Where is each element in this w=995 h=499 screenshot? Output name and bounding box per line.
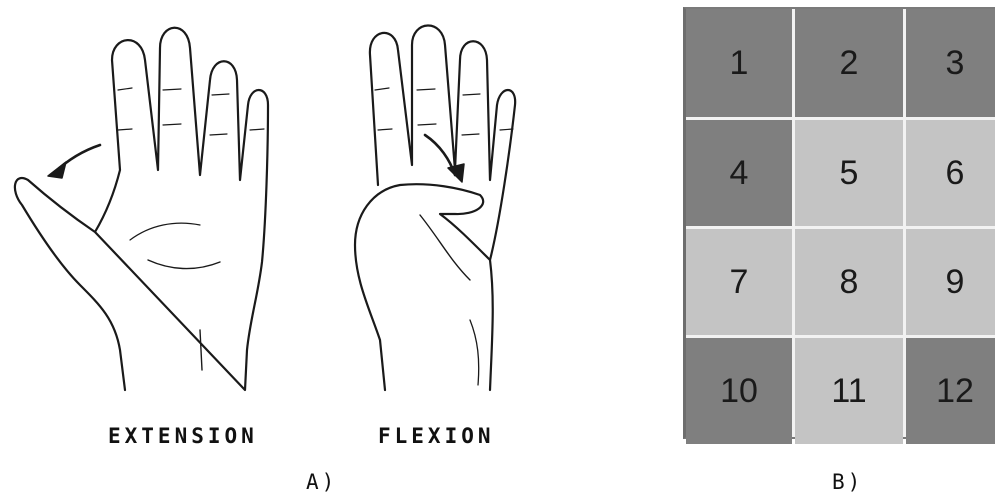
grid-cell-9: 9: [906, 229, 995, 335]
panel-b-label: B): [832, 470, 864, 494]
hand-illustrations: [13, 24, 517, 392]
extension-caption: EXTENSION: [108, 424, 258, 448]
hand-flexion-drawing: [353, 24, 517, 392]
numbered-grid: 1 2 3 4 5 6 7 8 9 10 11 12: [683, 7, 995, 444]
grid-cell-2: 2: [795, 9, 903, 117]
grid-cell-10: 10: [686, 338, 792, 444]
grid-cell-6: 6: [906, 120, 995, 226]
flexion-caption: FLEXION: [378, 424, 495, 448]
grid-cell-8: 8: [795, 229, 903, 335]
grid-cell-11: 11: [795, 338, 903, 444]
grid-cell-5: 5: [795, 120, 903, 226]
hand-extension-drawing: [13, 26, 270, 392]
grid-cell-7: 7: [686, 229, 792, 335]
grid-cell-3: 3: [906, 9, 995, 117]
grid-cell-4: 4: [686, 120, 792, 226]
panel-a-label: A): [306, 470, 338, 494]
grid-cell-12: 12: [906, 338, 995, 444]
grid-cell-1: 1: [686, 9, 792, 117]
